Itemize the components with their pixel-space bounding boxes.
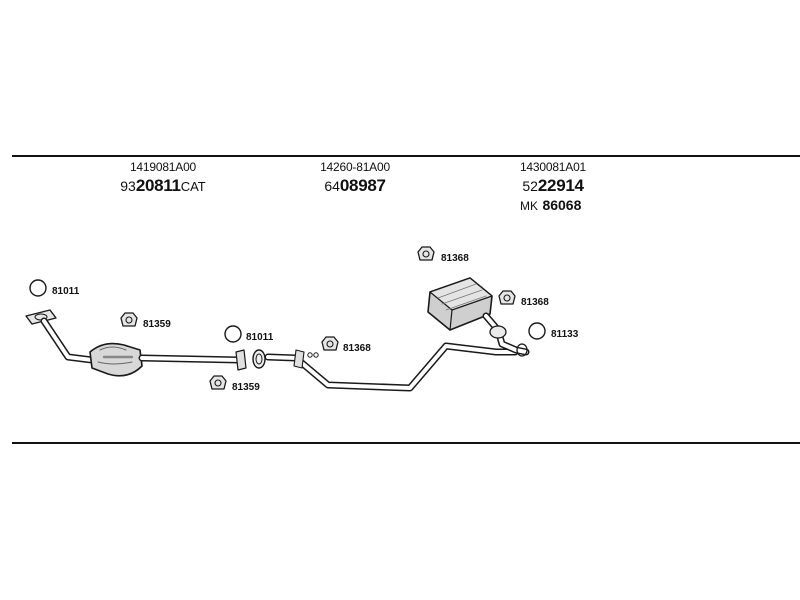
ring-symbol — [29, 279, 47, 297]
part-number: 9320811CAT — [120, 176, 206, 195]
middle-pipe — [264, 342, 519, 392]
catalytic-converter — [89, 342, 143, 377]
callout-label: 81359 — [143, 319, 171, 330]
bottom-divider — [12, 442, 800, 444]
tailpipe — [482, 312, 530, 357]
mounting-kit-number: MK 86068 — [520, 197, 582, 213]
hanger-symbol — [209, 375, 227, 390]
callout-label: 81133 — [551, 329, 579, 340]
front-pipe — [40, 317, 96, 364]
part-block-rear-muffler: 1430081A01 5222914 MK 86068 — [488, 160, 618, 215]
callout-label: 81368 — [441, 253, 469, 264]
part-block-catalytic-converter: 1419081A00 9320811CAT — [98, 160, 228, 196]
oe-number: 1430081A01 — [519, 160, 587, 174]
cat-outlet-pipe — [138, 349, 247, 371]
top-divider — [12, 155, 800, 157]
gasket — [252, 349, 266, 369]
ring-symbol — [224, 325, 242, 343]
hanger-symbol — [417, 246, 435, 261]
callout-label: 81011 — [246, 332, 274, 343]
oe-number: 1419081A00 — [129, 160, 197, 174]
pipe-clip — [307, 352, 319, 358]
hanger-symbol — [321, 336, 339, 351]
callout-label: 81368 — [343, 343, 371, 354]
part-number: 5222914 — [522, 176, 584, 195]
callout-label: 81359 — [232, 382, 260, 393]
callout-label: 81368 — [521, 297, 549, 308]
rear-muffler — [427, 277, 493, 331]
hanger-symbol — [498, 290, 516, 305]
callout-label: 81011 — [52, 286, 80, 297]
ring-symbol — [528, 322, 546, 340]
part-block-front-pipe: 14260-81A00 6408987 — [290, 160, 420, 196]
hanger-symbol — [120, 312, 138, 327]
oe-number: 14260-81A00 — [320, 160, 390, 174]
part-number: 6408987 — [324, 176, 386, 195]
